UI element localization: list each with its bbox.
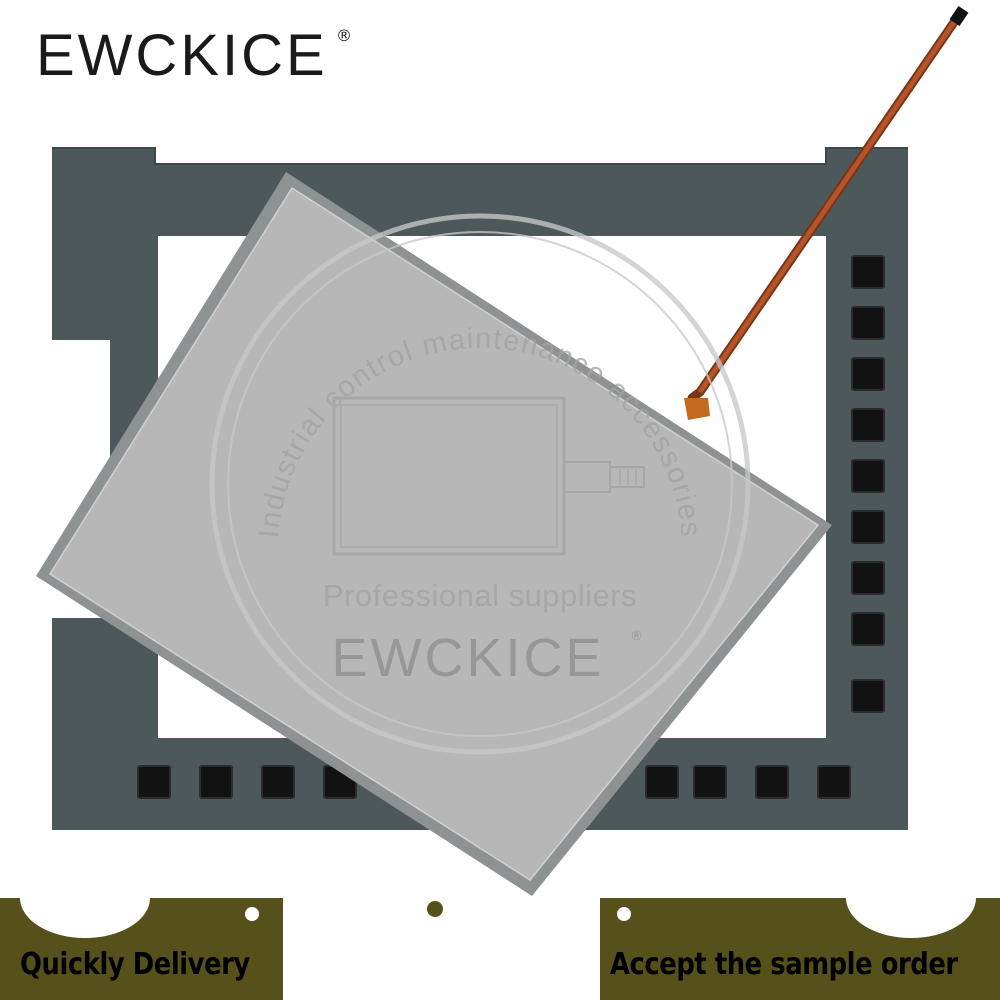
watermark-brand: EWCKICE	[331, 628, 604, 688]
center-dot	[427, 901, 443, 917]
ribbon-cable	[684, 6, 969, 420]
registered-mark: ®	[336, 26, 352, 45]
banner-notch	[846, 858, 976, 938]
banner-accept-sample-order: Accept the sample order	[600, 858, 1000, 1000]
banner-dot	[245, 907, 259, 921]
bezel-keys-right	[851, 255, 885, 713]
watermark-registered-mark: ®	[630, 629, 643, 644]
banner-dot	[617, 907, 631, 921]
brand-name: EWCKICE	[36, 23, 328, 88]
watermark-subtitle: Professional suppliers	[323, 578, 637, 613]
banner-right-text: Accept the sample order	[610, 947, 958, 982]
banner-left-text: Quickly Delivery	[20, 947, 250, 982]
banner-notch	[20, 858, 150, 938]
banner-quickly-delivery: Quickly Delivery	[0, 858, 283, 1000]
touch-panel-icon	[332, 396, 645, 556]
